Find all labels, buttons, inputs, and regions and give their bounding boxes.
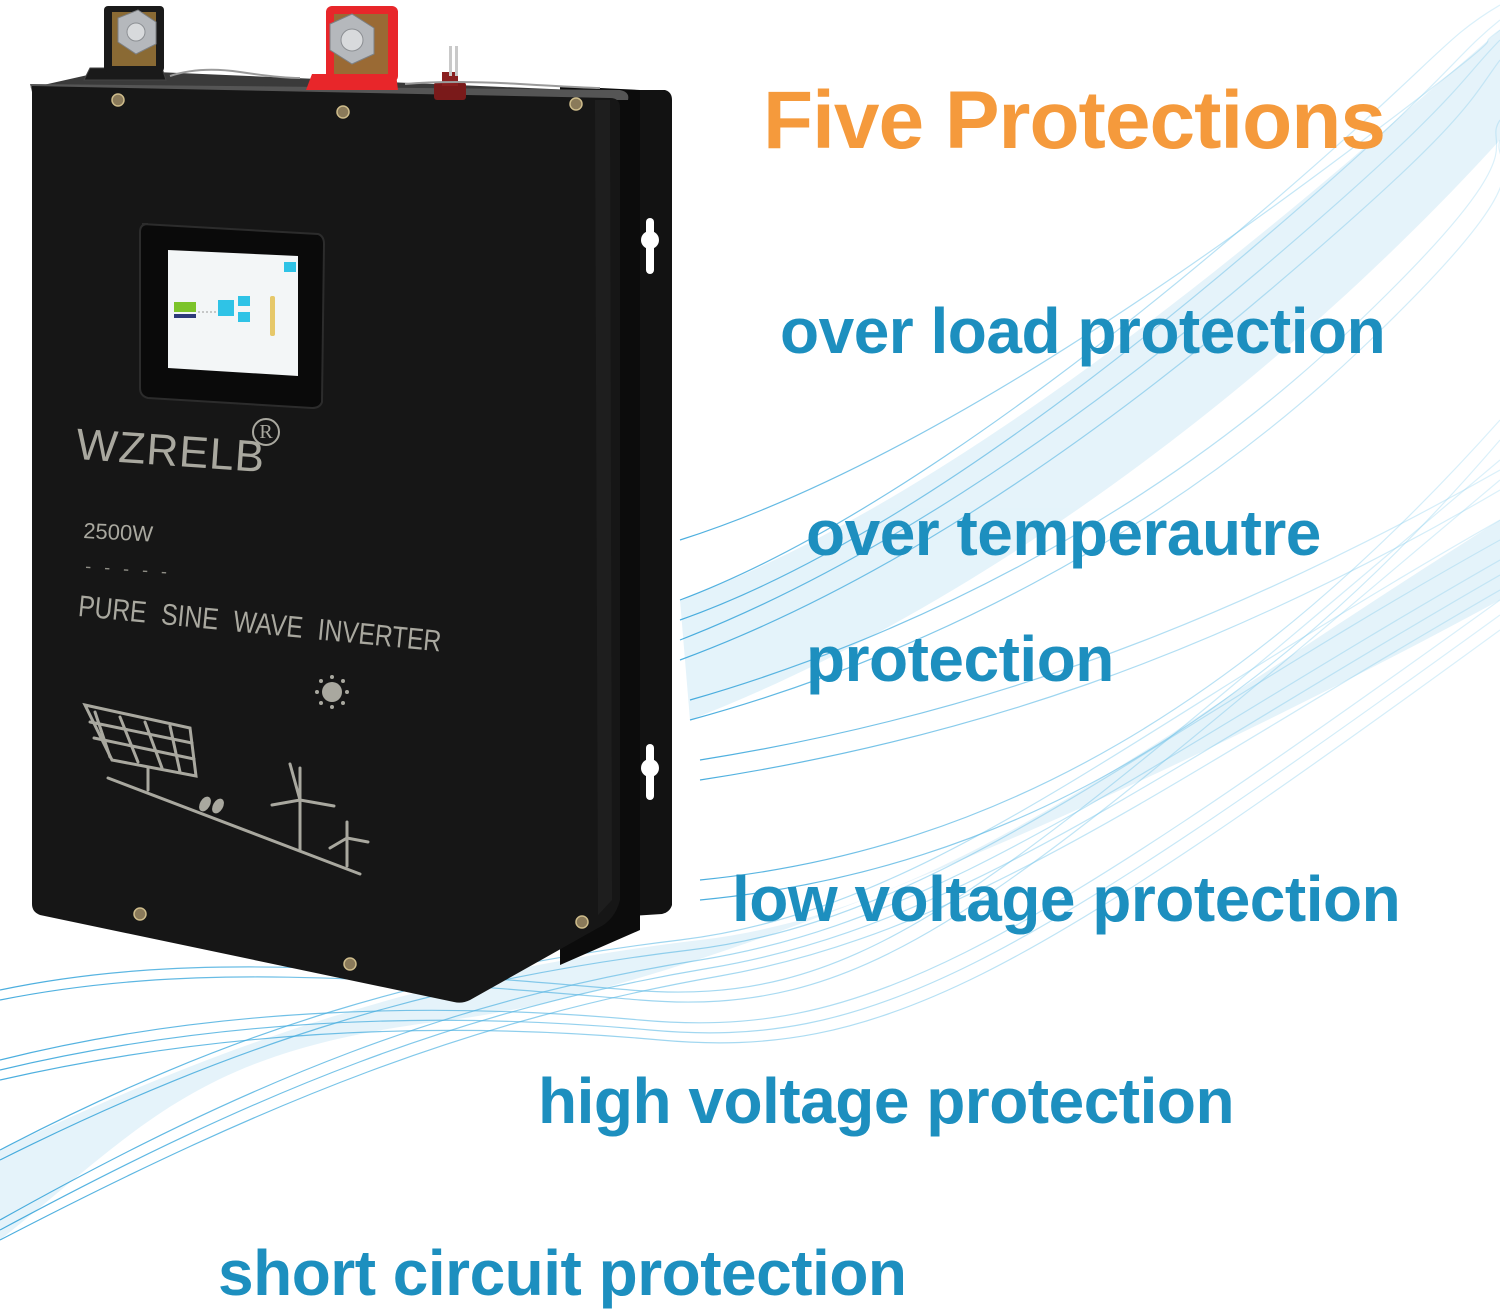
page-title: Five Protections — [763, 75, 1386, 166]
inverter-body — [30, 6, 672, 1003]
feature-over-load: over load protection — [780, 295, 1386, 367]
feature-over-temperature-line2: protection — [806, 623, 1114, 695]
lcd-screen — [139, 223, 326, 410]
inverter-product: WZRELB R 2500W - - - - - PURE SINE WAVE … — [0, 0, 700, 1010]
feature-low-voltage: low voltage protection — [732, 863, 1401, 935]
registered-trademark-icon: R — [252, 418, 280, 446]
remote-switch-icon — [434, 46, 466, 100]
sun-icon — [315, 675, 349, 709]
feature-high-voltage: high voltage protection — [538, 1065, 1235, 1137]
wind-turbine-icon — [270, 762, 370, 868]
feature-short-circuit: short circuit protection — [218, 1237, 907, 1309]
leaf-icon — [199, 796, 224, 814]
positive-terminal-icon — [306, 6, 398, 90]
negative-terminal-icon — [83, 6, 167, 81]
feature-over-temperature-line1: over temperautre — [806, 497, 1321, 569]
power-rating: 2500W — [82, 518, 154, 547]
keyhole-mount-icon — [641, 218, 659, 800]
solar-panel-icon — [82, 702, 198, 792]
ground-line — [106, 776, 362, 876]
